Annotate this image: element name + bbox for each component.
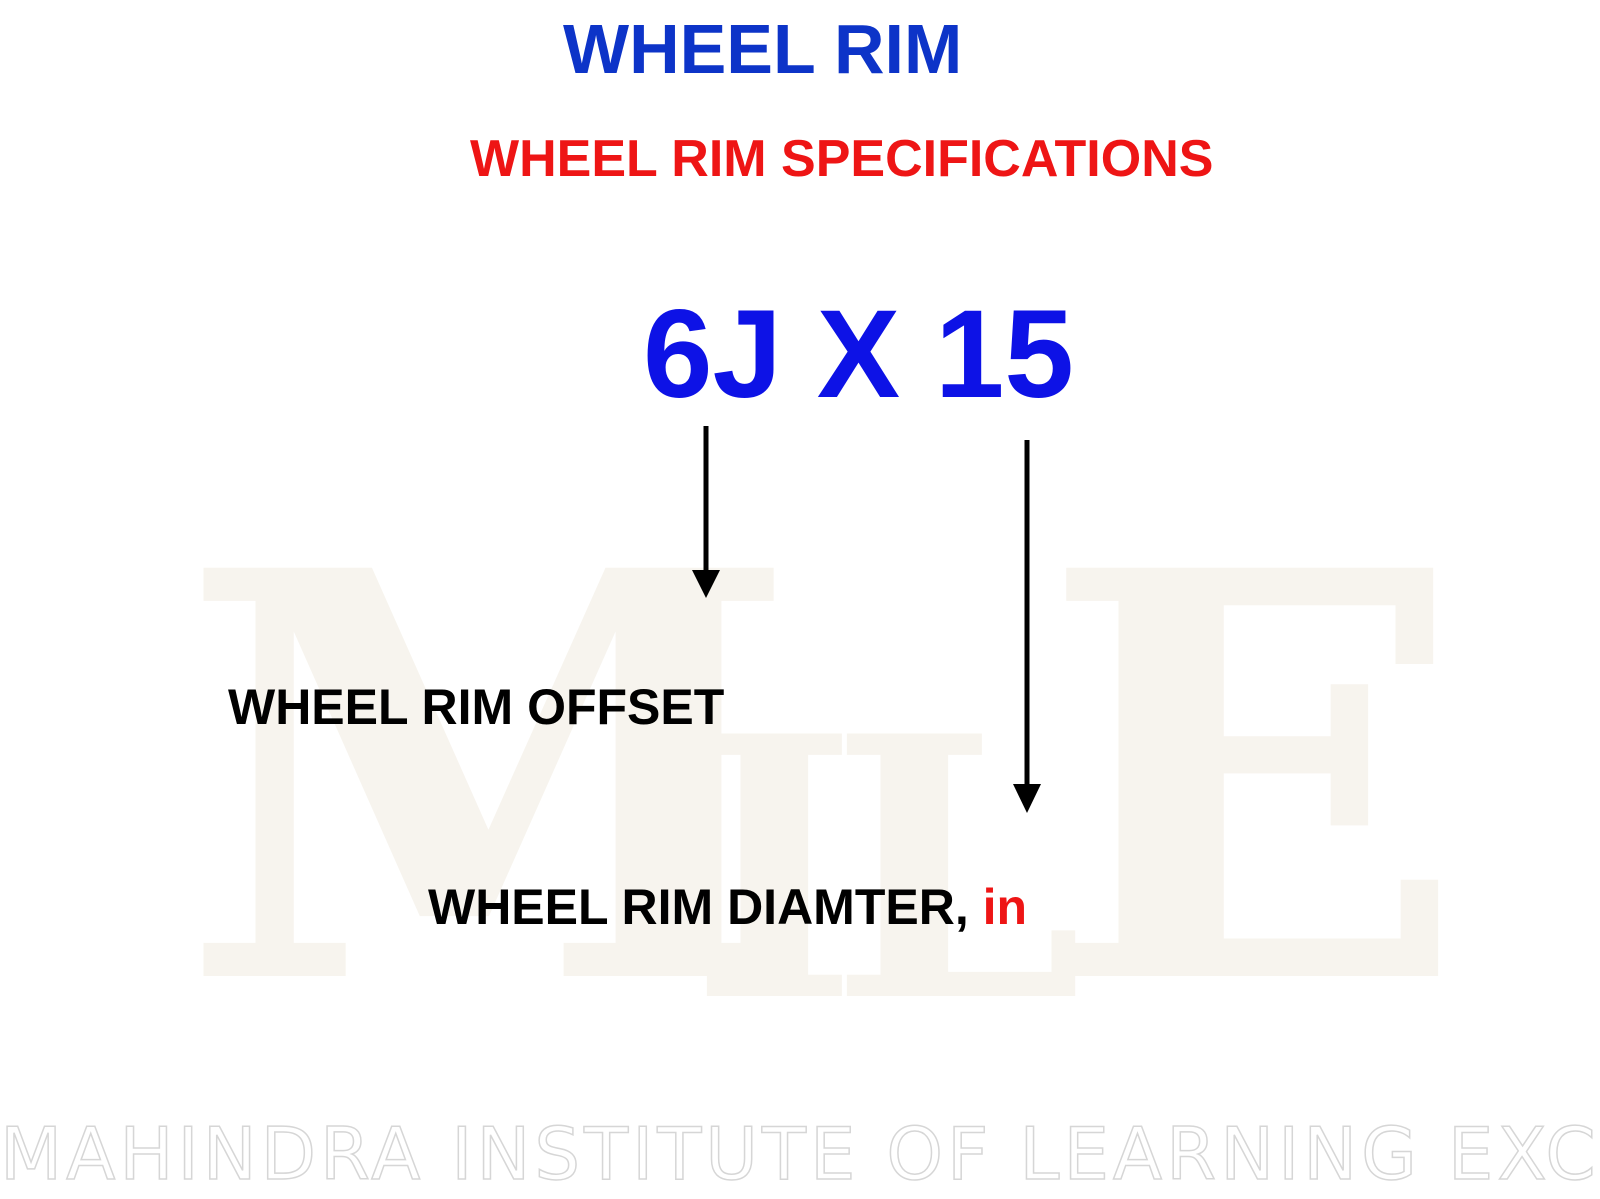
- watermark-logo-l: L: [830, 658, 1084, 1081]
- label-diameter: WHEEL RIM DIAMTER, in: [428, 882, 1027, 932]
- watermark-footer: MAHINDRA INSTITUTE OF LEARNING EXCELLENC…: [0, 1112, 1600, 1196]
- rim-spec-code: 6J X 15: [643, 285, 1074, 424]
- slide-subtitle: WHEEL RIM SPECIFICATIONS: [470, 130, 1214, 188]
- label-diameter-unit: in: [982, 879, 1028, 935]
- label-offset: WHEEL RIM OFFSET: [228, 679, 725, 735]
- watermark-logo-e: E: [1040, 451, 1467, 1109]
- diameter-arrow-head: [1013, 784, 1041, 813]
- offset-arrow-head: [692, 570, 720, 598]
- watermark-logo-i: I: [690, 658, 859, 1081]
- watermark-logo-m: M: [180, 451, 800, 1109]
- label-diameter-text: WHEEL RIM DIAMTER,: [428, 879, 969, 935]
- slide-title: WHEEL RIM: [563, 10, 963, 88]
